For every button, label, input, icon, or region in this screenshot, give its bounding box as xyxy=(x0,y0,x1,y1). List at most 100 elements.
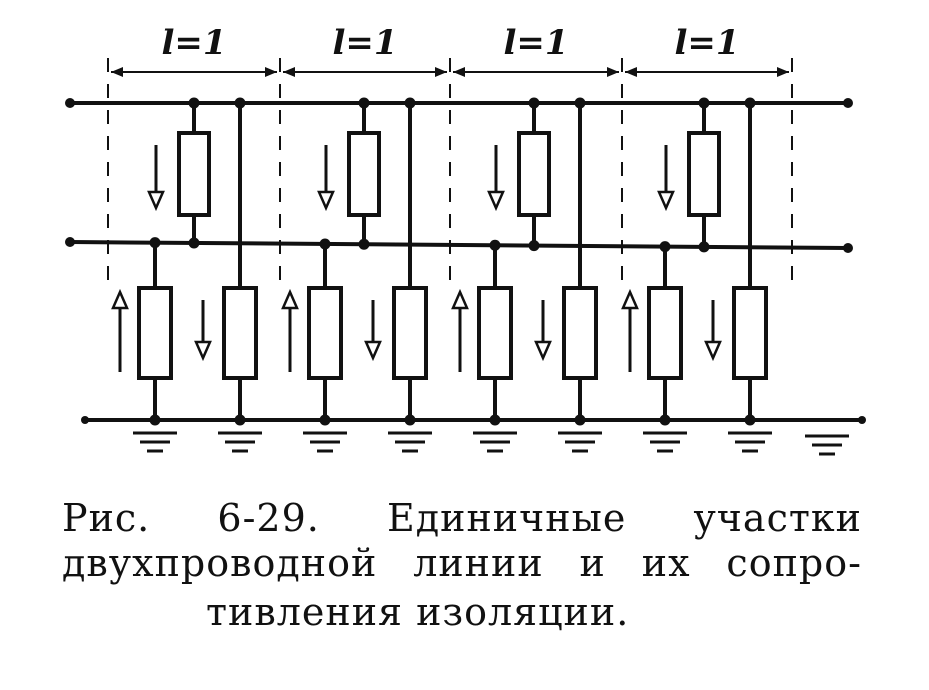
arrow-down-icon xyxy=(364,300,382,362)
resistor-icon xyxy=(687,131,721,217)
ground-icon xyxy=(218,431,262,453)
wires xyxy=(69,101,862,422)
unit-section-1 xyxy=(111,97,258,426)
terminal-dot-icon xyxy=(65,98,75,108)
ground-icon xyxy=(388,431,432,453)
ground-icon xyxy=(133,431,177,453)
caption-word: Единичные xyxy=(387,496,627,540)
junction-dot-icon xyxy=(234,97,246,109)
junction-dot-icon xyxy=(149,237,161,249)
arrow-up-icon xyxy=(621,288,639,372)
terminal-dot-icon xyxy=(843,98,853,108)
arrow-up-icon xyxy=(111,288,129,372)
resistor-icon xyxy=(477,286,513,380)
junction-dot-icon xyxy=(319,414,331,426)
arrow-down-icon xyxy=(487,145,505,212)
caption-word: Рис. xyxy=(62,496,151,540)
ground-icon xyxy=(728,431,772,453)
arrow-head xyxy=(487,190,505,212)
arrow-head xyxy=(657,190,675,212)
junction-dot-icon xyxy=(319,238,331,250)
arrow-right-icon xyxy=(265,67,277,77)
ground-icon xyxy=(303,431,347,453)
junction-dot-icon xyxy=(574,414,586,426)
arrow-right-icon xyxy=(435,67,447,77)
resistor-icon xyxy=(647,286,683,380)
junction-dot-icon xyxy=(489,239,501,251)
caption-line-2: двухпроводной линии и их сопро- xyxy=(62,541,862,585)
arrow-left-icon xyxy=(111,67,123,77)
junction-dot-icon xyxy=(698,97,710,109)
caption-word: их xyxy=(641,541,691,585)
arrow-head xyxy=(621,288,639,310)
ground-icon xyxy=(643,431,687,453)
resistor-icon xyxy=(517,131,551,217)
caption-word: и xyxy=(579,541,606,585)
junction-dot-icon xyxy=(404,97,416,109)
arrow-down-icon xyxy=(147,145,165,212)
ground-icon xyxy=(473,431,517,453)
arrow-head xyxy=(281,288,299,310)
section-length-label: l=1 xyxy=(674,23,739,63)
junction-dot-icon xyxy=(358,238,370,250)
arrow-head xyxy=(451,288,469,310)
junction-dot-icon xyxy=(744,414,756,426)
grounds xyxy=(133,431,849,456)
resistor-icon xyxy=(732,286,768,380)
arrow-left-icon xyxy=(625,67,637,77)
resistor-icon xyxy=(347,131,381,217)
caption-line-3: тивления изоляции. xyxy=(206,590,630,634)
unit-section-2 xyxy=(281,97,428,426)
junction-dot-icon xyxy=(489,414,501,426)
terminal-dot-icon xyxy=(858,416,866,424)
resistor-icon xyxy=(307,286,343,380)
ground-icon xyxy=(558,431,602,453)
junction-dot-icon xyxy=(149,414,161,426)
resistor-icon xyxy=(177,131,211,217)
arrow-left-icon xyxy=(283,67,295,77)
caption-word: участки xyxy=(693,496,862,540)
arrow-up-icon xyxy=(451,288,469,372)
junction-dot-icon xyxy=(574,97,586,109)
arrow-head xyxy=(534,340,552,362)
junction-dot-icon xyxy=(188,237,200,249)
ground-icon xyxy=(805,434,849,456)
resistor-icon xyxy=(392,286,428,380)
junction-dot-icon xyxy=(528,97,540,109)
arrow-head xyxy=(111,288,129,310)
unit-sections xyxy=(111,97,768,426)
section-length-label: l=1 xyxy=(332,23,397,63)
arrow-right-icon xyxy=(607,67,619,77)
arrow-down-icon xyxy=(704,300,722,362)
junction-dot-icon xyxy=(744,97,756,109)
terminal-dot-icon xyxy=(81,416,89,424)
junction-dot-icon xyxy=(234,414,246,426)
caption-line-1: Рис. 6-29. Единичные участки xyxy=(62,496,862,540)
caption-word: 6-29. xyxy=(217,496,320,540)
arrow-head xyxy=(704,340,722,362)
arrow-head xyxy=(147,190,165,212)
junction-dot-icon xyxy=(188,97,200,109)
arrow-right-icon xyxy=(777,67,789,77)
length-dimensions: l=1 l=1 l=1 l=1 xyxy=(111,23,789,77)
junction-dot-icon xyxy=(698,241,710,253)
arrow-head xyxy=(194,340,212,362)
arrow-head xyxy=(364,340,382,362)
arrow-down-icon xyxy=(317,145,335,212)
junction-dot-icon xyxy=(659,414,671,426)
terminals xyxy=(65,98,866,424)
junction-dot-icon xyxy=(528,240,540,252)
two-wire-line-diagram: l=1 l=1 l=1 l=1 xyxy=(65,23,866,456)
unit-section-3 xyxy=(451,97,598,426)
resistor-icon xyxy=(222,286,258,380)
arrow-down-icon xyxy=(657,145,675,212)
arrow-down-icon xyxy=(534,300,552,362)
caption-word: двухпроводной xyxy=(62,541,378,585)
section-length-label: l=1 xyxy=(503,23,568,63)
resistor-icon xyxy=(137,286,173,380)
terminal-dot-icon xyxy=(843,243,853,253)
section-boundaries xyxy=(107,58,793,280)
section-length-label: l=1 xyxy=(161,23,226,63)
arrow-head xyxy=(317,190,335,212)
arrow-left-icon xyxy=(453,67,465,77)
